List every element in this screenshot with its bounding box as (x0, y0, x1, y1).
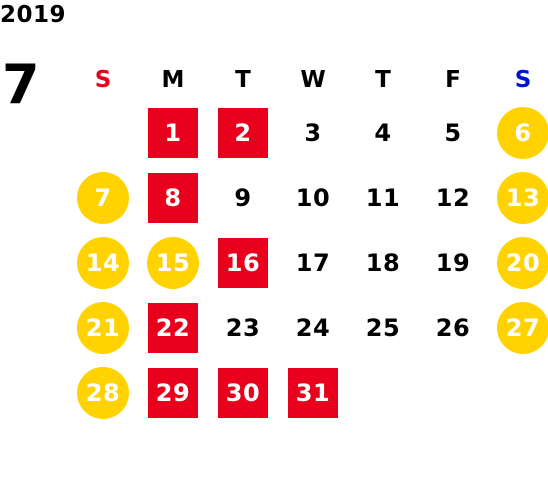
day-cell: 20 (488, 230, 548, 295)
weekday-label: M (161, 67, 185, 93)
weekend-day: 21 (77, 301, 129, 354)
day-cell: 15 (138, 230, 208, 295)
weekday-day: 12 (435, 183, 471, 212)
weekend-day: 7 (77, 171, 129, 224)
day-cell: 26 (418, 295, 488, 360)
empty-cell (418, 360, 488, 425)
day-cell: 16 (208, 230, 278, 295)
day-cell: 9 (208, 165, 278, 230)
weekday-cell: T (208, 60, 278, 100)
weekend-day: 28 (77, 366, 129, 419)
weekday-day: 19 (435, 248, 471, 277)
day-cell: 28 (68, 360, 138, 425)
day-cell: 8 (138, 165, 208, 230)
day-cell: 4 (348, 100, 418, 165)
weekday-label: T (235, 67, 251, 93)
weekday-cell: F (418, 60, 488, 100)
day-cell: 14 (68, 230, 138, 295)
weekday-cell: W (278, 60, 348, 100)
weekday-cell: M (138, 60, 208, 100)
weekday-cell: T (348, 60, 418, 100)
day-cell: 6 (488, 100, 548, 165)
month-number: 7 (2, 53, 40, 116)
weekend-day: 20 (497, 236, 548, 289)
day-cell: 11 (348, 165, 418, 230)
weekday-day: 11 (365, 183, 401, 212)
day-cell: 13 (488, 165, 548, 230)
weekday-day: 24 (295, 313, 331, 342)
week-row: 28 29 30 31 (68, 360, 548, 425)
weekday-label: T (375, 67, 391, 93)
day-cell: 1 (138, 100, 208, 165)
day-cell: 3 (278, 100, 348, 165)
weekday-day: 25 (365, 313, 401, 342)
holiday-day: 30 (218, 367, 268, 418)
weekday-label: S (94, 67, 112, 93)
weekend-day: 15 (147, 236, 199, 289)
day-cell: 23 (208, 295, 278, 360)
day-cell: 29 (138, 360, 208, 425)
day-cell: 10 (278, 165, 348, 230)
day-cell: 12 (418, 165, 488, 230)
weekday-label: S (514, 67, 532, 93)
weekday-day: 23 (225, 313, 261, 342)
weekday-cell: S (488, 60, 548, 100)
weekday-day: 10 (295, 183, 331, 212)
holiday-day: 2 (218, 107, 268, 158)
empty-cell (488, 360, 548, 425)
weekday-day: 5 (444, 118, 462, 147)
empty-cell (348, 360, 418, 425)
week-row: 14 15 16 17 18 19 20 (68, 230, 548, 295)
year-label: 2019 (0, 2, 67, 28)
day-cell: 5 (418, 100, 488, 165)
weekend-day: 27 (497, 301, 548, 354)
weekday-day: 3 (304, 118, 322, 147)
weekday-day: 26 (435, 313, 471, 342)
holiday-day: 16 (218, 237, 268, 288)
day-cell: 31 (278, 360, 348, 425)
weekday-day: 4 (374, 118, 392, 147)
day-cell: 27 (488, 295, 548, 360)
empty-cell (68, 100, 138, 165)
weekday-label: W (300, 67, 326, 93)
holiday-day: 8 (148, 172, 198, 223)
weekday-label: F (445, 67, 461, 93)
holiday-day: 31 (288, 367, 338, 418)
week-row: 21 22 23 24 25 26 27 (68, 295, 548, 360)
day-cell: 25 (348, 295, 418, 360)
day-cell: 30 (208, 360, 278, 425)
day-cell: 2 (208, 100, 278, 165)
weekday-day: 9 (234, 183, 252, 212)
weekday-cell: S (68, 60, 138, 100)
weekday-day: 18 (365, 248, 401, 277)
holiday-day: 1 (148, 107, 198, 158)
day-cell: 7 (68, 165, 138, 230)
day-cell: 18 (348, 230, 418, 295)
day-cell: 24 (278, 295, 348, 360)
weekday-day: 17 (295, 248, 331, 277)
day-cell: 17 (278, 230, 348, 295)
weekend-day: 13 (497, 171, 548, 224)
weekend-day: 14 (77, 236, 129, 289)
day-cell: 19 (418, 230, 488, 295)
weekend-day: 6 (497, 106, 548, 159)
holiday-day: 29 (148, 367, 198, 418)
day-cell: 22 (138, 295, 208, 360)
holiday-day: 22 (148, 302, 198, 353)
day-cell: 21 (68, 295, 138, 360)
